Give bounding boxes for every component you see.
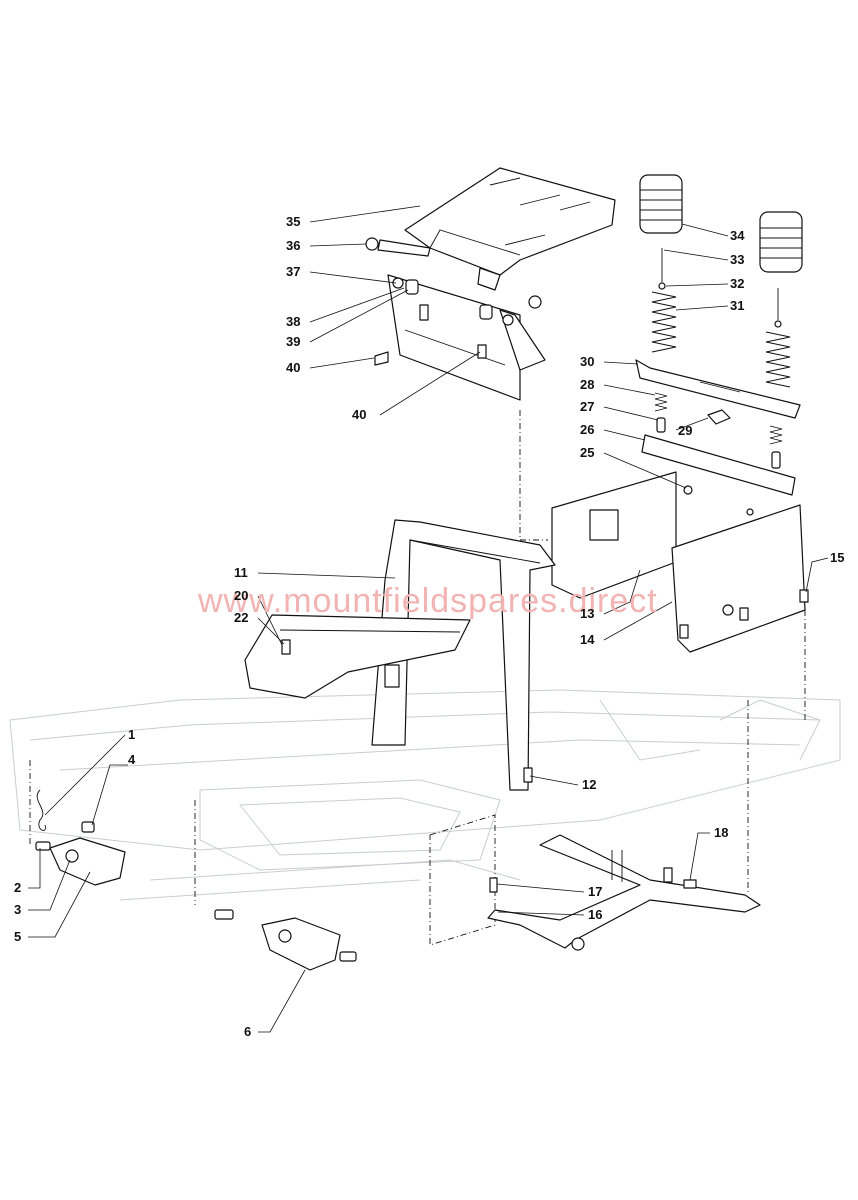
callout-14: 14 <box>580 632 595 647</box>
callout-22: 22 <box>234 610 248 625</box>
callout-labels: 35 36 37 38 39 40 40 34 33 32 31 30 28 2… <box>14 214 844 1039</box>
callout-15: 15 <box>830 550 844 565</box>
callout-28: 28 <box>580 377 594 392</box>
callout-36: 36 <box>286 238 300 253</box>
callout-13: 13 <box>580 606 594 621</box>
long-bolts <box>658 248 782 328</box>
coil-springs <box>651 291 791 388</box>
hinge-brackets <box>49 837 341 971</box>
callout-40-center: 40 <box>352 407 366 422</box>
callout-11: 11 <box>234 565 248 580</box>
callout-37: 37 <box>286 264 300 279</box>
seat-plate <box>377 167 616 291</box>
hinge-fasteners <box>35 789 357 962</box>
callout-12: 12 <box>582 777 596 792</box>
seat-fasteners <box>365 237 542 366</box>
callout-20: 20 <box>234 588 248 603</box>
callout-5: 5 <box>14 929 21 944</box>
callout-3: 3 <box>14 902 21 917</box>
slide-rails <box>635 359 801 496</box>
callout-38: 38 <box>286 314 300 329</box>
seat-pillar-frame <box>371 519 556 791</box>
callout-26: 26 <box>580 422 594 437</box>
callout-34: 34 <box>730 228 745 243</box>
callout-29: 29 <box>678 423 692 438</box>
callout-25: 25 <box>580 445 594 460</box>
callout-1: 1 <box>128 727 135 742</box>
small-springs-and-pins <box>654 392 783 495</box>
callout-18: 18 <box>714 825 728 840</box>
callout-39: 39 <box>286 334 300 349</box>
callout-32: 32 <box>730 276 744 291</box>
pillar-bolt <box>523 767 533 783</box>
chassis-frame-ghost <box>9 689 841 901</box>
callout-leaders <box>28 205 829 1033</box>
watermark-text: www.mountfieldspares.direct <box>197 582 658 620</box>
callout-35: 35 <box>286 214 300 229</box>
callout-16: 16 <box>588 907 602 922</box>
callout-2: 2 <box>14 880 21 895</box>
callout-40-left: 40 <box>286 360 300 375</box>
callout-31: 31 <box>730 298 744 313</box>
callout-4: 4 <box>128 752 136 767</box>
seat-support-plates <box>551 471 809 653</box>
callout-33: 33 <box>730 252 744 267</box>
floor-tray <box>244 614 471 699</box>
front-support-frame <box>487 834 761 951</box>
callout-6: 6 <box>244 1024 251 1039</box>
alignment-lines <box>29 410 806 946</box>
callout-30: 30 <box>580 354 594 369</box>
callout-17: 17 <box>588 884 602 899</box>
rubber-bellows <box>639 174 803 273</box>
callout-27: 27 <box>580 399 594 414</box>
